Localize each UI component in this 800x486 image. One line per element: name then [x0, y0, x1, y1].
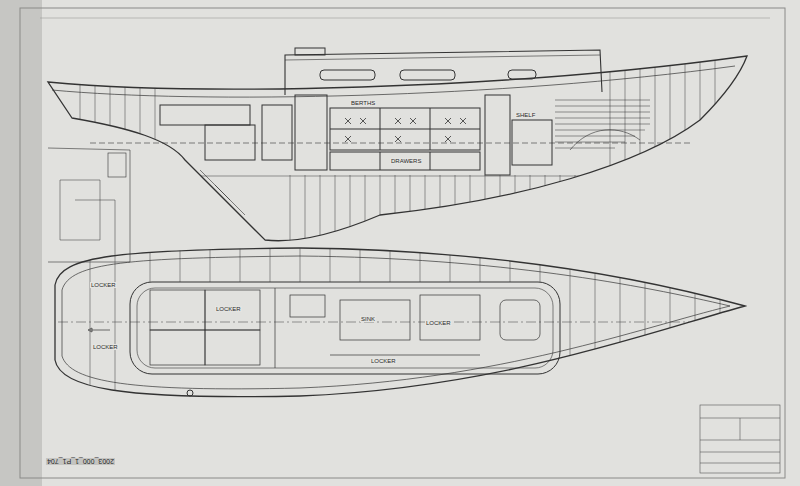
part-label: LOCKER: [215, 306, 242, 312]
drawing-number: 2003_000_1_P1_704: [46, 458, 115, 465]
part-label: BERTHS: [350, 100, 376, 106]
part-label: SINK: [360, 316, 376, 322]
part-label: LOCKER: [92, 344, 119, 350]
part-label: LOCKER: [425, 320, 452, 326]
part-label: LOCKER: [370, 358, 397, 364]
part-label: DRAWERS: [390, 158, 422, 164]
part-label: LOCKER: [90, 282, 117, 288]
part-label: SHELF: [515, 112, 536, 118]
